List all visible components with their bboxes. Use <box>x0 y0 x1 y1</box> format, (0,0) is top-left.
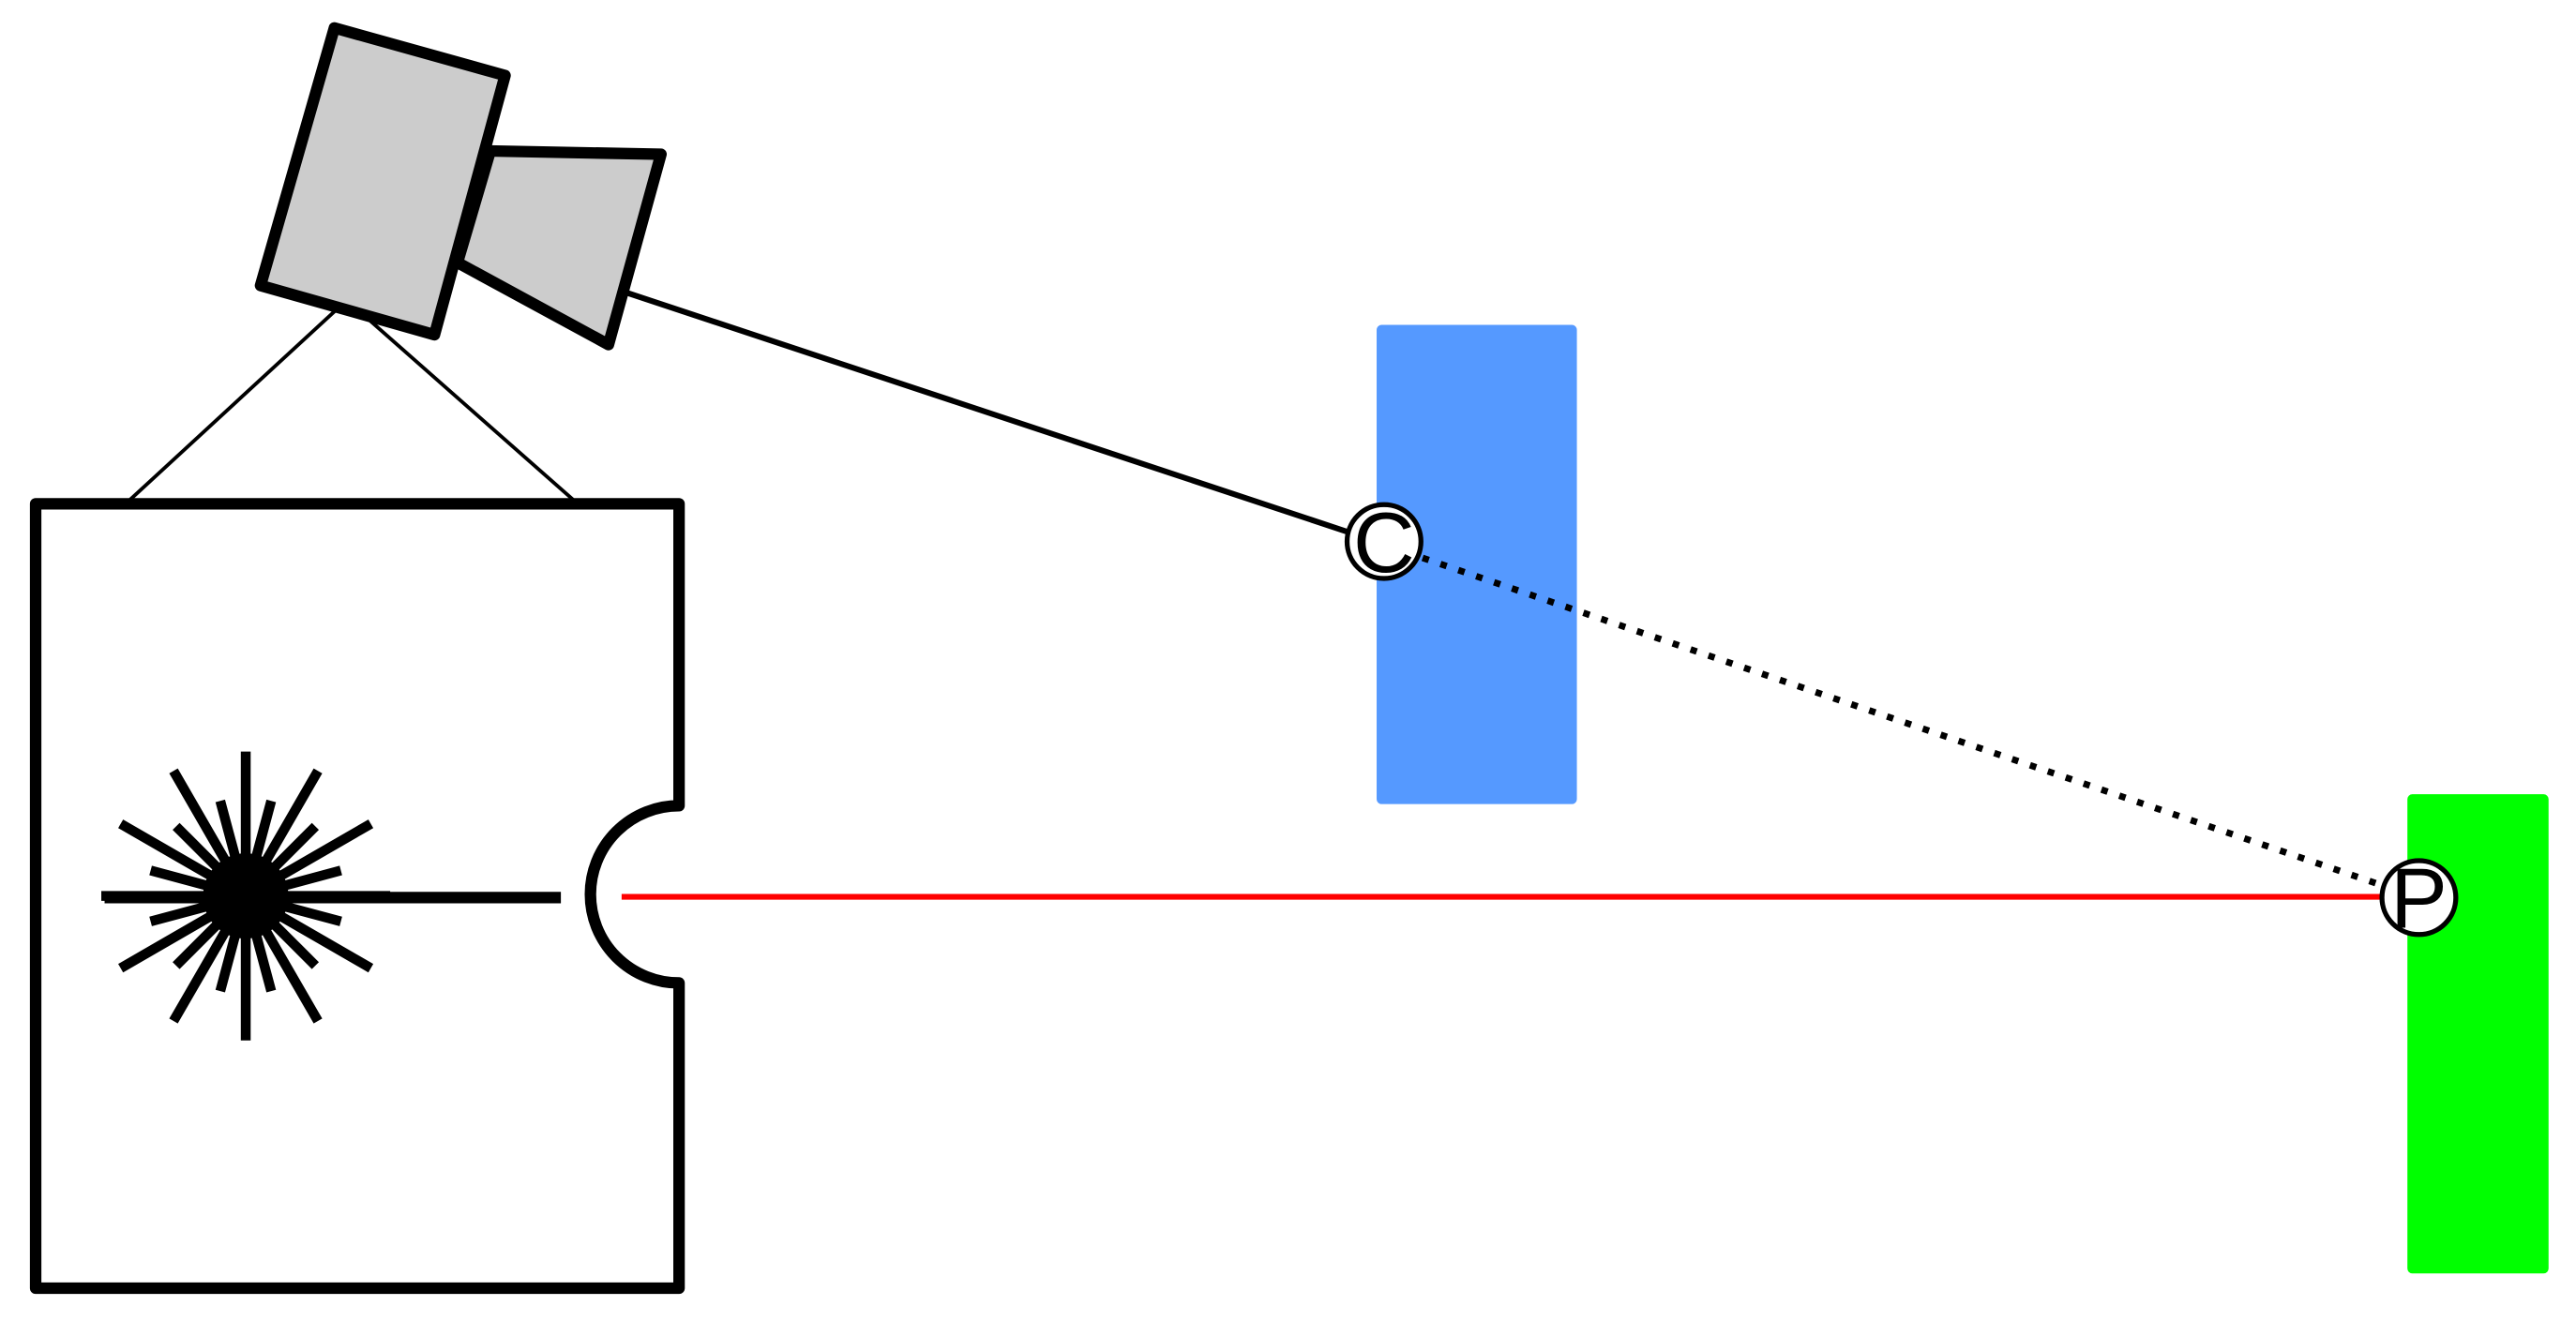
camera-body <box>254 22 511 341</box>
projection-point-node: P <box>2379 852 2459 947</box>
camera-icon <box>254 22 668 351</box>
camera-mount <box>128 307 576 503</box>
blue-panel <box>1377 324 1577 804</box>
projection-point-label: P <box>2390 852 2448 947</box>
camera-sight-line <box>624 289 1353 536</box>
camera-point-label: C <box>1353 496 1415 591</box>
camera-lens <box>451 144 668 351</box>
camera-point-node: C <box>1344 496 1424 591</box>
